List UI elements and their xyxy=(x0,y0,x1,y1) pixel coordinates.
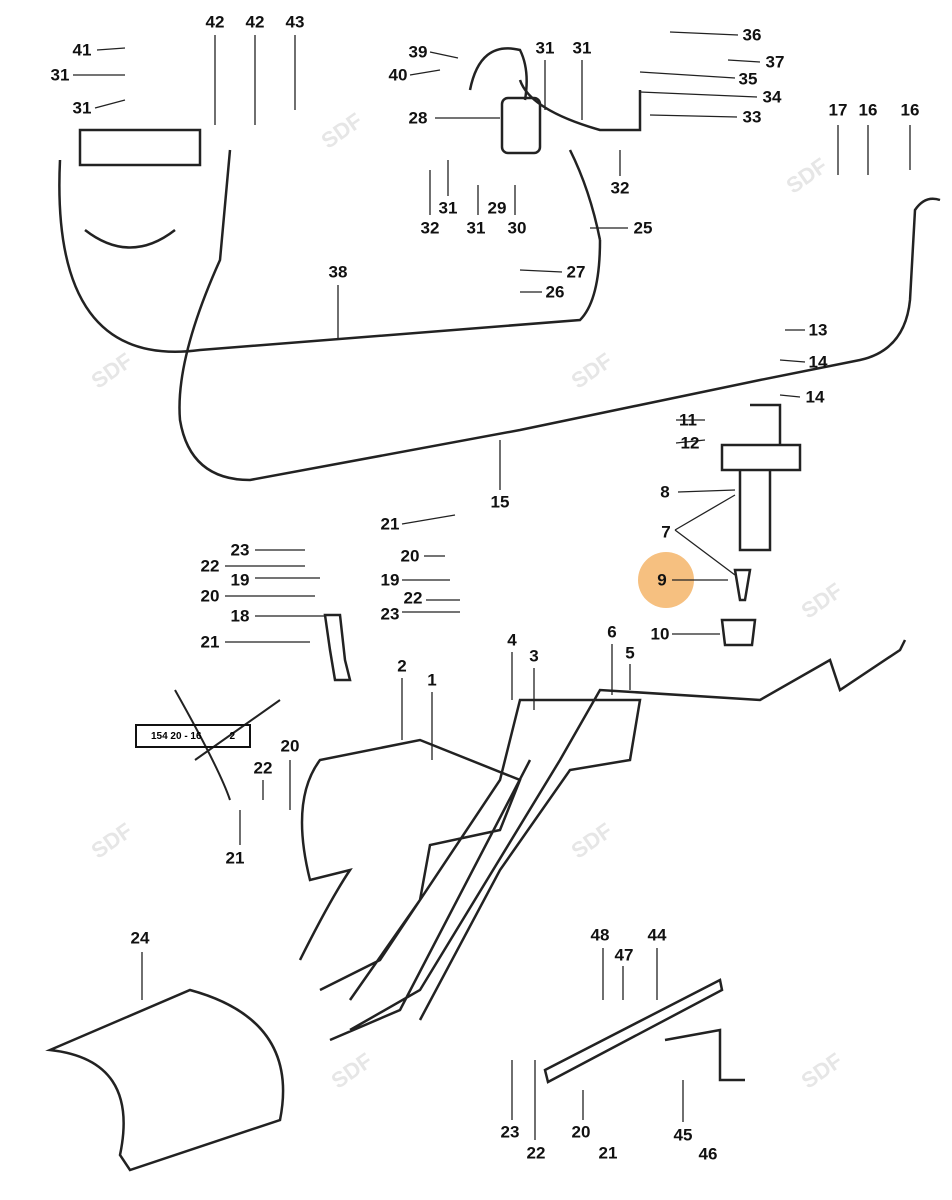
callout[interactable]: 31 xyxy=(72,98,92,118)
callout[interactable]: 23 xyxy=(380,604,400,624)
plate-text: 154 20 - 16 xyxy=(150,730,202,742)
callout-highlighted[interactable]: 9 xyxy=(657,570,667,590)
callout[interactable]: 47 xyxy=(614,945,634,965)
reference-plate: 154 20 - 16 2 xyxy=(135,724,251,748)
callout[interactable]: 22 xyxy=(403,588,423,608)
bracket-44 xyxy=(543,978,724,1084)
callout[interactable]: 24 xyxy=(130,928,150,948)
callout[interactable]: 22 xyxy=(200,556,220,576)
return-pipe-38 xyxy=(58,159,602,353)
callout[interactable]: 41 xyxy=(72,40,92,60)
callout[interactable]: 31 xyxy=(572,38,592,58)
pipe-25 xyxy=(568,149,602,241)
callout[interactable]: 42 xyxy=(205,12,225,32)
callout[interactable]: 31 xyxy=(438,198,458,218)
callout[interactable]: 21 xyxy=(225,848,245,868)
callout[interactable]: 48 xyxy=(590,925,610,945)
callout[interactable]: 22 xyxy=(253,758,273,778)
callout[interactable]: 20 xyxy=(200,586,220,606)
callout[interactable]: 33 xyxy=(742,107,762,127)
callout[interactable]: 20 xyxy=(400,546,420,566)
callout[interactable]: 43 xyxy=(285,12,305,32)
callout[interactable]: 22 xyxy=(526,1143,546,1163)
callout[interactable]: 46 xyxy=(698,1144,718,1164)
callout[interactable]: 16 xyxy=(858,100,878,120)
callout[interactable]: 36 xyxy=(742,25,762,45)
seal-10 xyxy=(720,618,757,647)
callout[interactable]: 32 xyxy=(610,178,630,198)
pipe-33 xyxy=(518,79,642,132)
callout[interactable]: 21 xyxy=(598,1143,618,1163)
callout[interactable]: 4 xyxy=(507,630,517,650)
filter-28 xyxy=(500,96,542,155)
callout[interactable]: 23 xyxy=(230,540,250,560)
leader-lines xyxy=(73,31,911,1140)
cover-24 xyxy=(45,988,285,1172)
callout[interactable]: 40 xyxy=(388,65,408,85)
callout[interactable]: 14 xyxy=(808,352,828,372)
callout[interactable]: 21 xyxy=(200,632,220,652)
callout[interactable]: 23 xyxy=(500,1122,520,1142)
callout[interactable]: 5 xyxy=(625,643,635,663)
callout[interactable]: 31 xyxy=(50,65,70,85)
callout[interactable]: 2 xyxy=(397,656,407,676)
callout[interactable]: 11 xyxy=(679,410,697,430)
callout[interactable]: 32 xyxy=(420,218,440,238)
callout[interactable]: 25 xyxy=(633,218,653,238)
cancel-cross xyxy=(174,689,281,801)
pipe-left xyxy=(178,149,941,482)
injection-pipes xyxy=(298,639,907,1042)
callout[interactable]: 20 xyxy=(280,736,300,756)
callout[interactable]: 19 xyxy=(230,570,250,590)
callout[interactable]: 18 xyxy=(230,606,250,626)
callout[interactable]: 44 xyxy=(647,925,667,945)
callout[interactable]: 29 xyxy=(487,198,507,218)
line-28 xyxy=(468,47,528,101)
callout[interactable]: 12 xyxy=(680,433,700,453)
callout[interactable]: 37 xyxy=(765,52,785,72)
callout[interactable]: 14 xyxy=(805,387,825,407)
callout[interactable]: 30 xyxy=(507,218,527,238)
callout[interactable]: 26 xyxy=(545,282,565,302)
callout[interactable]: 1 xyxy=(427,670,437,690)
callout[interactable]: 17 xyxy=(828,100,848,120)
callout[interactable]: 38 xyxy=(328,262,348,282)
callout[interactable]: 16 xyxy=(900,100,920,120)
callout[interactable]: 35 xyxy=(738,69,758,89)
callout[interactable]: 34 xyxy=(762,87,782,107)
callout[interactable]: 7 xyxy=(661,522,671,542)
callout[interactable]: 21 xyxy=(380,514,400,534)
callout[interactable]: 31 xyxy=(466,218,486,238)
callout[interactable]: 45 xyxy=(673,1125,693,1145)
filter-housing xyxy=(78,128,202,167)
filter-bowl xyxy=(84,229,176,249)
callout[interactable]: 19 xyxy=(380,570,400,590)
callout[interactable]: 15 xyxy=(490,492,510,512)
plate-suffix: 2 xyxy=(229,730,236,742)
callout[interactable]: 3 xyxy=(529,646,539,666)
nozzle-9 xyxy=(733,568,752,602)
callout[interactable]: 10 xyxy=(650,624,670,644)
callout[interactable]: 8 xyxy=(660,482,670,502)
callout[interactable]: 27 xyxy=(566,262,586,282)
callout[interactable]: 28 xyxy=(408,108,428,128)
callout[interactable]: 6 xyxy=(607,622,617,642)
callout[interactable]: 31 xyxy=(535,38,555,58)
callout[interactable]: 13 xyxy=(808,320,828,340)
callout[interactable]: 42 xyxy=(245,12,265,32)
callout[interactable]: 39 xyxy=(408,42,428,62)
bracket-18 xyxy=(323,613,352,682)
callout[interactable]: 20 xyxy=(571,1122,591,1142)
bracket-45 xyxy=(664,1028,745,1082)
injector-body xyxy=(720,403,802,552)
